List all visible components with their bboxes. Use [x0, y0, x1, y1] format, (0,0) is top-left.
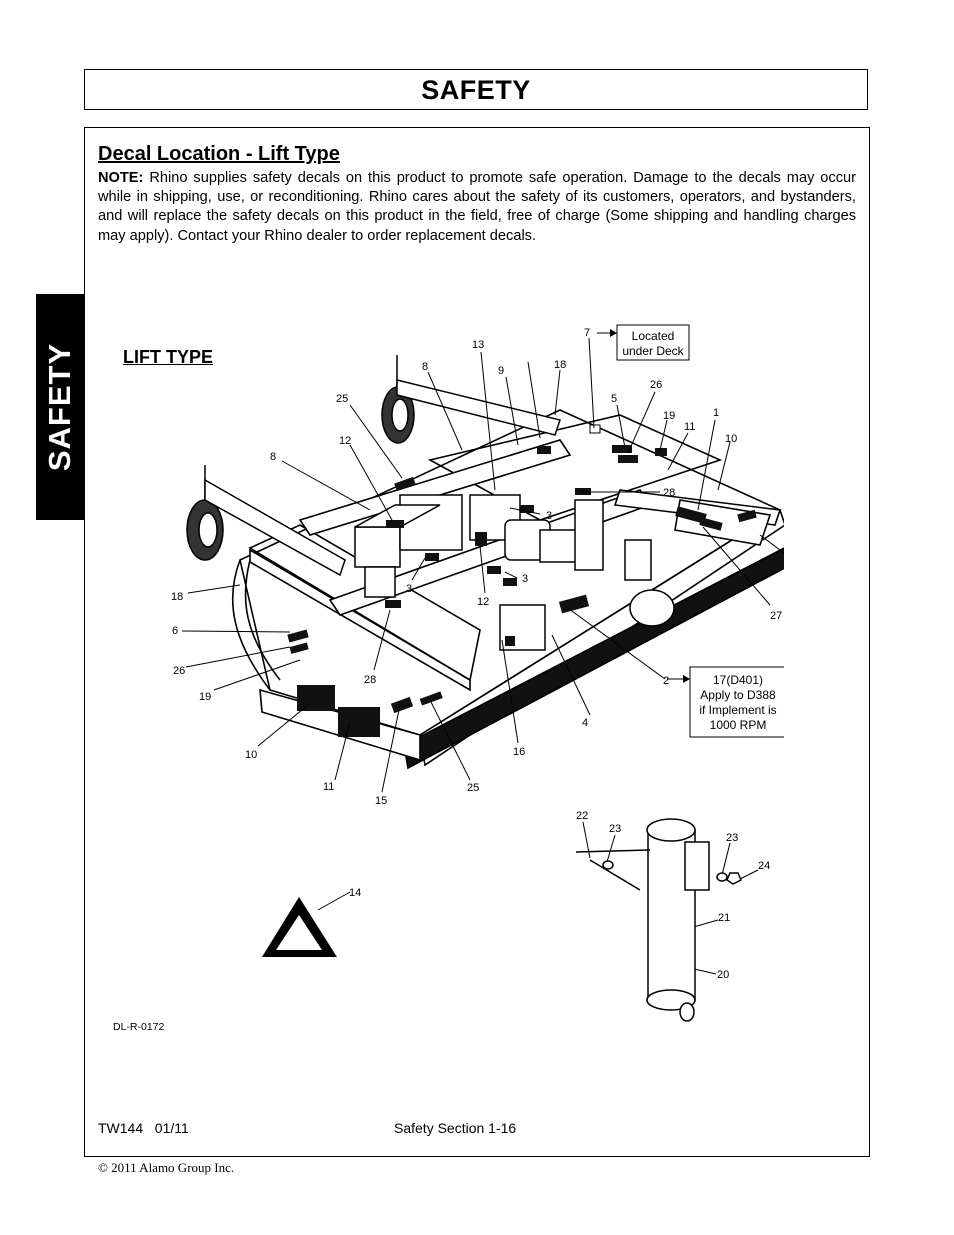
- callout-number: 7: [584, 327, 590, 339]
- side-tab: SAFETY: [36, 294, 84, 520]
- callout-number: 25: [467, 782, 479, 794]
- figure-label: LIFT TYPE: [123, 347, 213, 367]
- callout-number: 12: [477, 596, 489, 608]
- callout-number: 16: [513, 746, 525, 758]
- note-paragraph: NOTE: Rhino supplies safety decals on th…: [98, 169, 856, 246]
- callout-number: 11: [684, 421, 695, 433]
- callout-number: 19: [663, 410, 675, 422]
- smv-triangle-icon: [262, 897, 337, 957]
- decal-markers: [287, 424, 757, 737]
- callout-number: 10: [725, 433, 737, 445]
- side-tab-label: SAFETY: [42, 342, 77, 472]
- callout-number: 19: [199, 691, 211, 703]
- copyright: © 2011 Alamo Group Inc.: [98, 1160, 235, 1175]
- callout-number: 14: [349, 887, 361, 899]
- callout-number: 3: [406, 583, 412, 595]
- page-header-title: SAFETY: [421, 75, 531, 105]
- callout-number: 13: [472, 339, 484, 351]
- header-box: SAFETY: [84, 69, 868, 110]
- mower-deck: [231, 409, 784, 770]
- callout-located-box: Located under Deck: [616, 324, 690, 361]
- callout-number: 21: [718, 912, 730, 924]
- leader-lines: [181, 332, 784, 975]
- callout-number: 8: [422, 361, 428, 373]
- footer-section-page: Safety Section 1-16: [394, 1120, 517, 1136]
- note-text: Rhino supplies safety decals on this pro…: [98, 170, 856, 244]
- callout-number: 22: [576, 810, 588, 822]
- smv-bracket: [575, 818, 742, 1022]
- content-box: [84, 127, 870, 1157]
- footer-doc-code: TW144 01/11: [98, 1120, 189, 1136]
- callout-located-line2: under Deck: [622, 344, 684, 358]
- callout-number: 3: [546, 510, 552, 522]
- callout-rpm-line2: Apply to D388: [700, 688, 776, 702]
- callout-number: 2: [663, 675, 669, 687]
- callout-number: 6: [172, 625, 178, 637]
- callout-rpm-line1: 17(D401): [713, 673, 763, 687]
- callout-number: 1: [713, 407, 719, 419]
- callout-number: 9: [498, 365, 504, 377]
- section-title: Decal Location - Lift Type: [98, 143, 340, 165]
- callout-number: 10: [245, 749, 257, 761]
- callout-number: 28: [663, 487, 675, 499]
- callout-numbers: 7 13 8 9 18 25 5 26 19 11 1 10 12 8 28 3…: [171, 327, 782, 981]
- callout-number: 26: [650, 379, 662, 391]
- callout-number: 4: [582, 717, 588, 729]
- callout-rpm-box: 17(D401) Apply to D388 if Implement is 1…: [689, 666, 784, 738]
- callout-number: 15: [375, 795, 387, 807]
- callout-number: 26: [173, 665, 185, 677]
- callout-number: 3: [522, 573, 528, 585]
- figure-id: DL-R-0172: [113, 1021, 165, 1033]
- callout-located-line1: Located: [632, 329, 675, 343]
- callout-number: 11: [323, 781, 334, 793]
- callout-number: 18: [554, 359, 566, 371]
- callout-number: 18: [171, 591, 183, 603]
- callout-number: 24: [758, 860, 770, 872]
- callout-number: 27: [770, 610, 782, 622]
- callout-number: 8: [270, 451, 276, 463]
- note-label: NOTE:: [98, 170, 144, 186]
- callout-number: 20: [717, 969, 729, 981]
- callout-number: 12: [339, 435, 351, 447]
- callout-number: 23: [726, 832, 738, 844]
- callout-number: 28: [364, 674, 376, 686]
- callout-number: 23: [609, 823, 621, 835]
- arrowheads: [610, 329, 690, 683]
- callout-number: 25: [336, 393, 348, 405]
- decal-location-diagram: Located under Deck 17(D401) Apply to D38…: [171, 324, 784, 1022]
- callout-number: 5: [611, 393, 617, 405]
- callout-rpm-line3: if Implement is: [699, 703, 776, 717]
- callout-rpm-line4: 1000 RPM: [710, 718, 767, 732]
